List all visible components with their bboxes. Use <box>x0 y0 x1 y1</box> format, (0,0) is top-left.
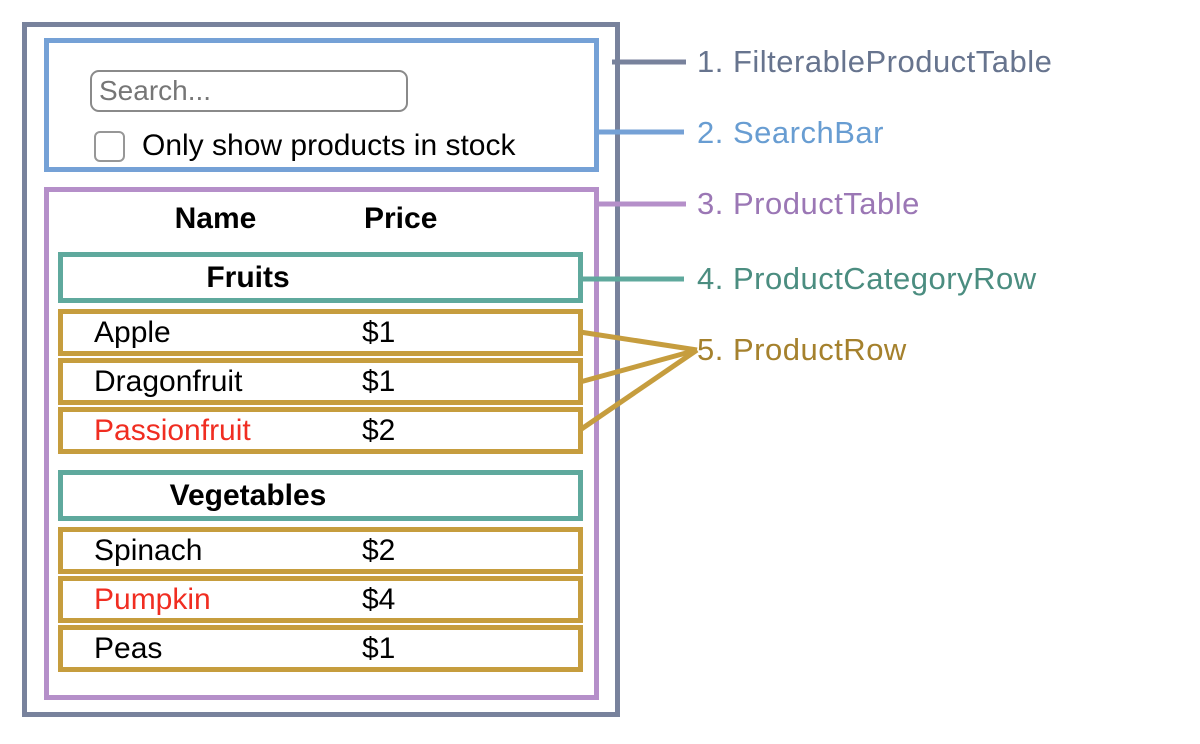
column-header-price: Price <box>364 202 438 235</box>
product-name: Peas <box>94 632 163 665</box>
category-label: Fruits <box>206 261 290 294</box>
category-row-vegetables: Vegetables <box>58 470 583 521</box>
product-table-box: Name Price Fruits Apple $1 Dragonfruit $… <box>44 187 599 700</box>
product-row-pumpkin: Pumpkin $4 <box>58 576 583 623</box>
product-price: $1 <box>362 632 396 665</box>
column-header-name: Name <box>174 202 257 235</box>
product-row-dragonfruit: Dragonfruit $1 <box>58 358 583 405</box>
product-name: Spinach <box>94 534 203 567</box>
product-price: $2 <box>362 534 396 567</box>
label-search-bar: 2. SearchBar <box>697 115 884 150</box>
search-input[interactable] <box>90 70 408 112</box>
category-row-fruits: Fruits <box>58 252 583 303</box>
label-product-table: 3. ProductTable <box>697 186 920 221</box>
product-name-out-of-stock: Passionfruit <box>94 414 251 447</box>
product-price: $1 <box>362 316 396 349</box>
product-price: $2 <box>362 414 396 447</box>
search-bar-box: Only show products in stock <box>44 38 599 172</box>
label-product-row: 5. ProductRow <box>697 332 907 367</box>
label-product-category-row: 4. ProductCategoryRow <box>697 261 1037 296</box>
in-stock-checkbox[interactable] <box>94 131 125 162</box>
product-row-peas: Peas $1 <box>58 625 583 672</box>
product-name: Dragonfruit <box>94 365 243 398</box>
category-label: Vegetables <box>169 479 327 512</box>
label-filterable-product-table: 1. FilterableProductTable <box>697 44 1053 79</box>
filterable-product-table-box: Only show products in stock Name Price F… <box>22 22 620 717</box>
product-row-spinach: Spinach $2 <box>58 527 583 574</box>
product-name: Apple <box>94 316 171 349</box>
product-row-apple: Apple $1 <box>58 309 583 356</box>
in-stock-checkbox-label: Only show products in stock <box>142 129 516 162</box>
product-row-passionfruit: Passionfruit $2 <box>58 407 583 454</box>
product-price: $4 <box>362 583 396 616</box>
product-name-out-of-stock: Pumpkin <box>94 583 211 616</box>
product-price: $1 <box>362 365 396 398</box>
